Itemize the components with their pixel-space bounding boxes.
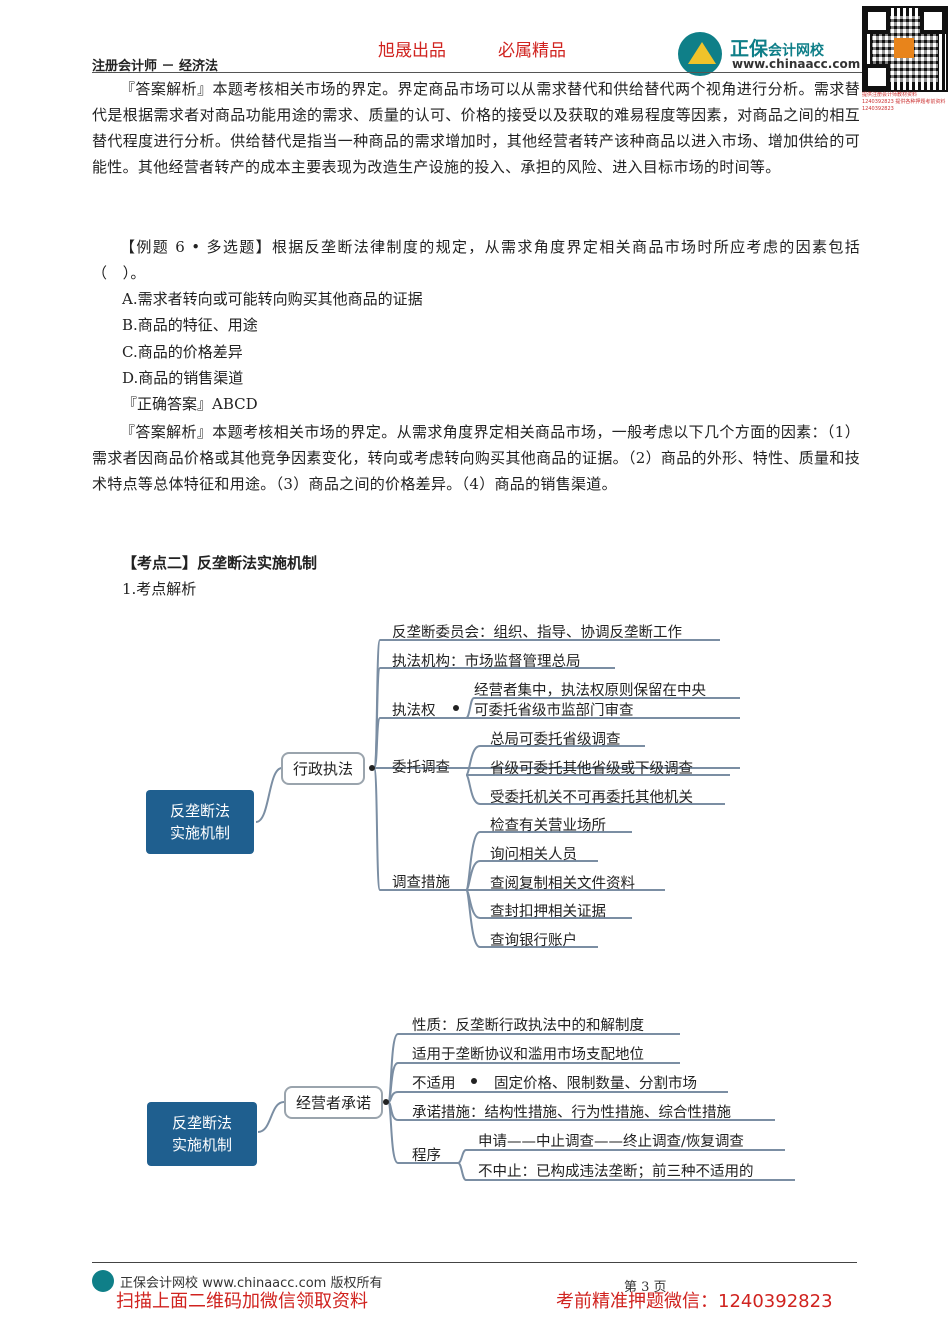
footer-divider [92,1262,857,1263]
node-exclude-1: 固定价格、限制数量、分割市场 [494,1076,697,1092]
option-c: C.商品的价格差异 [122,343,243,361]
node-procedure-1: 申请——中止调查——终止调查/恢复调查 [478,1134,744,1150]
node-procedure: 程序 [412,1148,441,1164]
slogan-right: 必属精品 [498,41,566,61]
answer-analysis-2: 『答案解析』本题考核相关市场的界定。从需求角度界定相关商品市场，一般考虑以下几个… [92,423,860,493]
correct-answer: 『正确答案』ABCD [122,395,258,413]
node-power-1: 经营者集中，执法权原则保留在中央 [474,683,706,699]
node-commit-measures: 承诺措施：结构性措施、行为性措施、综合性措施 [412,1105,731,1121]
qr-code-icon [862,6,948,92]
node-entrust-2: 省级可委托其他省级或下级调查 [490,761,693,777]
node-measures-3: 查阅复制相关文件资料 [490,876,635,892]
brand-name: 正保会计网校 [730,38,825,60]
promo-right: 考前精准押题微信：1240392823 [556,1291,833,1312]
brand-logo-mark-icon [688,42,716,64]
node-entrust-3: 受委托机关不可再委托其他机关 [490,790,693,806]
footer-copyright: 正保会计网校 www.chinaacc.com 版权所有 [120,1276,383,1291]
header-divider [92,72,862,73]
option-b: B.商品的特征、用途 [122,316,258,334]
promo-left: 扫描上面二维码加微信领取资料 [116,1291,368,1312]
course-title: 注册会计师 － 经济法 [92,59,219,74]
brand-url: www.chinaacc.com [732,57,861,71]
node-power: 执法权 [392,703,436,719]
node-committee: 反垄断委员会：组织、指导、协调反垄断工作 [392,625,682,641]
node-power-2: 可委托省级市监部门审查 [474,703,634,719]
answer-analysis-1: 『答案解析』本题考核相关市场的界定。界定商品市场可以从需求替代和供给替代两个视角… [92,80,860,176]
footer-logo-icon [92,1270,114,1292]
mindmap-2-branch: 经营者承诺 [284,1086,384,1119]
section-title: 【考点二】反垄断法实施机制 [122,554,318,572]
node-agency: 执法机构：市场监督管理总局 [392,654,581,670]
node-procedure-2: 不中止：已构成违法垄断；前三种不适用的 [478,1164,754,1180]
example-question: 【例题 6 • 多选题】根据反垄断法律制度的规定，从需求角度界定相关商品市场时所… [92,238,860,282]
option-a: A.需求者转向或可能转向购买其他商品的证据 [122,290,423,308]
page-number: 第 3 页 [624,1280,667,1295]
node-measures-4: 查封扣押相关证据 [490,904,606,920]
option-d: D.商品的销售渠道 [122,369,244,387]
node-entrust-1: 总局可委托省级调查 [490,732,621,748]
node-nature: 性质：反垄断行政执法中的和解制度 [412,1018,644,1034]
section-subtitle: 1.考点解析 [122,580,197,598]
mindmap-2-root: 反垄断法 实施机制 [147,1102,257,1166]
node-measures-1: 检查有关营业场所 [490,818,606,834]
qr-caption: 提供注册会计师教材资料 1240392823 提供各种押题考前资料 124039… [862,92,946,112]
node-measures: 调查措施 [392,875,450,891]
node-scope: 适用于垄断协议和滥用市场支配地位 [412,1047,644,1063]
mindmap-1-root: 反垄断法 实施机制 [146,790,254,854]
node-measures-5: 查询银行账户 [490,933,577,949]
slogan-left: 旭晟出品 [378,41,446,61]
mindmap-1-branch: 行政执法 [281,752,366,785]
node-measures-2: 询问相关人员 [490,847,577,863]
node-exclude: 不适用 [412,1076,456,1092]
node-entrust: 委托调查 [392,760,450,776]
